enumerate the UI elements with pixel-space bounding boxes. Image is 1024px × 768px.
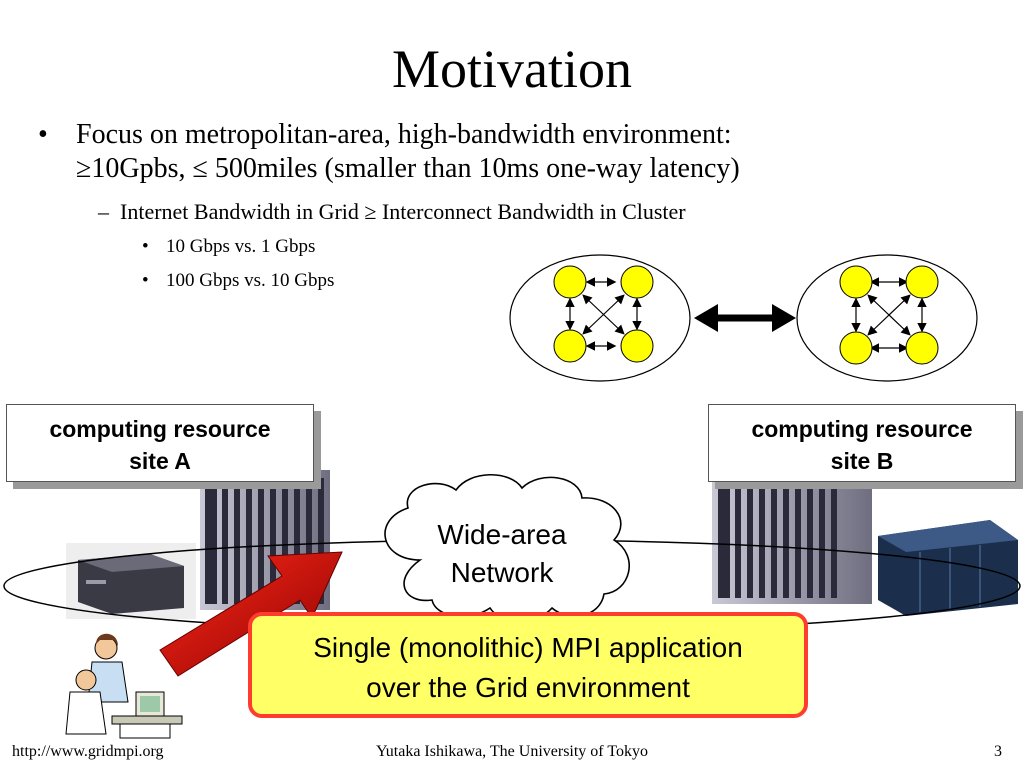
wide-area-network-label: Wide-area Network: [410, 516, 594, 592]
cluster-link-arrow: [694, 304, 796, 332]
footer-page-number: 3: [994, 743, 1002, 760]
site-a-label-line1: computing resource: [49, 416, 271, 442]
red-arrow-icon: [159, 551, 343, 677]
mpi-callout-line1: Single (monolithic) MPI application: [313, 632, 743, 663]
bullet-level1-line1: Focus on metropolitan-area, high-bandwid…: [76, 119, 732, 150]
footer-url-link[interactable]: http://www.gridmpi.org: [12, 743, 164, 760]
cluster-diagram-left: [509, 254, 691, 382]
node: [620, 265, 654, 299]
node: [553, 265, 587, 299]
mpi-callout-line2: over the Grid environment: [366, 672, 690, 703]
cloud-label-line1: Wide-area: [437, 519, 567, 550]
slide-title: Motivation: [392, 39, 632, 99]
mpi-application-callout: Single (monolithic) MPI application over…: [248, 612, 808, 718]
site-b-label-box: computing resource site B: [708, 404, 1016, 482]
node: [905, 265, 939, 299]
supercomputer-site-b-image: [878, 520, 1018, 616]
site-a-label-box: computing resource site A: [6, 404, 314, 482]
bullet-marker: •: [38, 119, 48, 150]
bullet-marker: •: [142, 236, 149, 257]
bullet-marker: •: [142, 270, 149, 291]
bullet-level1-text: Focus on metropolitan-area, high-bandwid…: [76, 118, 976, 186]
bullet-marker: –: [98, 199, 109, 224]
node: [839, 265, 873, 299]
office-workers-clipart: [65, 633, 183, 739]
building-site-b-image: [712, 470, 872, 604]
node: [553, 329, 587, 363]
bullet-level2-text: Internet Bandwidth in Grid ≥ Interconnec…: [120, 199, 686, 224]
node: [620, 329, 654, 363]
cluster-ellipse: [796, 254, 978, 382]
node: [839, 331, 873, 365]
bullet-level3-text: 100 Gbps vs. 10 Gbps: [166, 270, 335, 291]
node: [905, 331, 939, 365]
bullet-level3-text: 10 Gbps vs. 1 Gbps: [166, 236, 316, 257]
cloud-label-line2: Network: [450, 557, 554, 588]
bullet-level1-line2: ≥10Gpbs, ≤ 500miles (smaller than 10ms o…: [76, 153, 740, 184]
cluster-diagram-right: [796, 254, 978, 382]
site-a-label-line2: site A: [129, 448, 191, 474]
site-b-label-line2: site B: [830, 448, 894, 474]
footer-author: Yutaka Ishikawa, The University of Tokyo: [375, 743, 648, 760]
supercomputer-site-a-image: [66, 543, 196, 619]
site-b-label-line1: computing resource: [751, 416, 973, 442]
